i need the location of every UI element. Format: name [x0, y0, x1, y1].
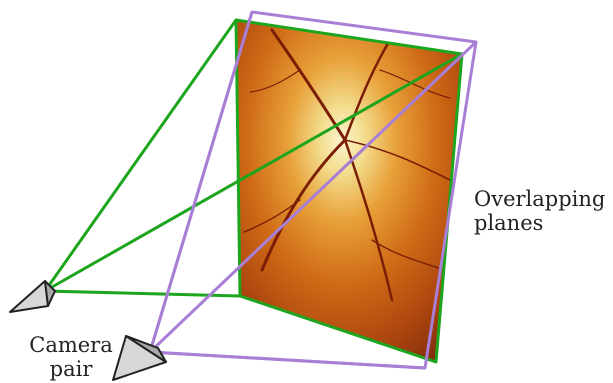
- overlapping-planes-label-line2: planes: [474, 211, 605, 235]
- fundus-image: [236, 20, 462, 362]
- camera-pair-label-line1: Camera: [16, 333, 126, 357]
- overlapping-planes-label: Overlapping planes: [474, 187, 605, 235]
- overlapping-planes-label-line1: Overlapping: [474, 187, 605, 211]
- camera-icon: [10, 281, 55, 312]
- camera-pair-label: Camera pair: [16, 333, 126, 381]
- camera-pair-label-line2: pair: [16, 357, 126, 381]
